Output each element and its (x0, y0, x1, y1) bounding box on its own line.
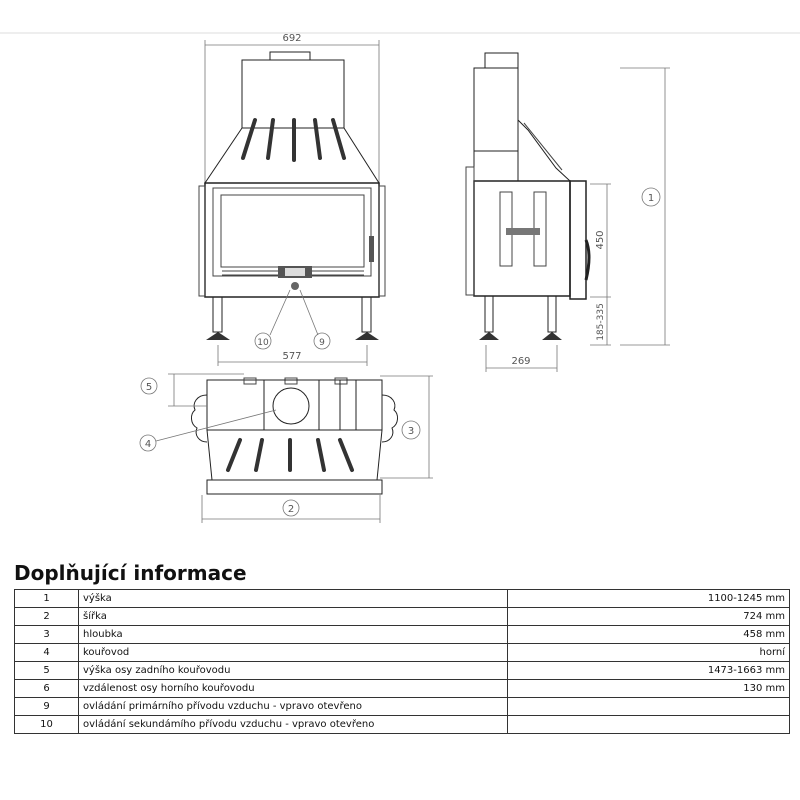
callout-10: 10 (257, 338, 269, 348)
cell-num: 4 (14, 643, 79, 662)
cell-label: kouřovod (78, 643, 508, 662)
side-view: 1 450 185-335 269 (465, 52, 670, 372)
cell-label: hloubka (78, 625, 508, 644)
callout-4: 4 (145, 439, 151, 450)
cell-label: výška osy zadního kouřovodu (78, 661, 508, 680)
cell-value: 458 mm (507, 625, 790, 644)
cell-num: 3 (14, 625, 79, 644)
cell-value: 1473-1663 mm (507, 661, 790, 680)
cell-label: výška (78, 589, 508, 608)
cell-value (507, 697, 790, 716)
dim-side-leg-height: 185-335 (596, 303, 606, 341)
cell-value: 1100-1245 mm (507, 589, 790, 608)
front-view: 692 (198, 33, 386, 366)
cell-label: ovládání primárního přívodu vzduchu - vp… (78, 697, 508, 716)
dim-front-opening: 577 (282, 351, 301, 362)
dim-side-depth: 269 (511, 356, 530, 367)
technical-drawing: 692 (0, 32, 800, 523)
top-view: 2 3 4 5 (139, 373, 433, 523)
cell-num: 2 (14, 607, 79, 626)
cell-label: šířka (78, 607, 508, 626)
cell-value: 724 mm (507, 607, 790, 626)
callout-9: 9 (319, 338, 325, 348)
callout-5: 5 (146, 382, 152, 393)
cell-label: ovládání sekundámího přívodu vzduchu - v… (78, 715, 508, 734)
callout-1: 1 (648, 193, 654, 204)
cell-num: 5 (14, 661, 79, 680)
cell-num: 1 (14, 589, 79, 608)
callout-3: 3 (408, 426, 414, 437)
cell-num: 9 (14, 697, 79, 716)
cell-num: 6 (14, 679, 79, 698)
cell-value (507, 715, 790, 734)
cell-value: horní (507, 643, 790, 662)
info-heading: Doplňující informace (14, 561, 247, 585)
cell-value: 130 mm (507, 679, 790, 698)
callout-2: 2 (288, 504, 294, 515)
dim-front-width: 692 (282, 33, 301, 44)
dim-side-opening-height: 450 (595, 230, 606, 249)
cell-num: 10 (14, 715, 79, 734)
cell-label: vzdálenost osy horního kouřovodu (78, 679, 508, 698)
